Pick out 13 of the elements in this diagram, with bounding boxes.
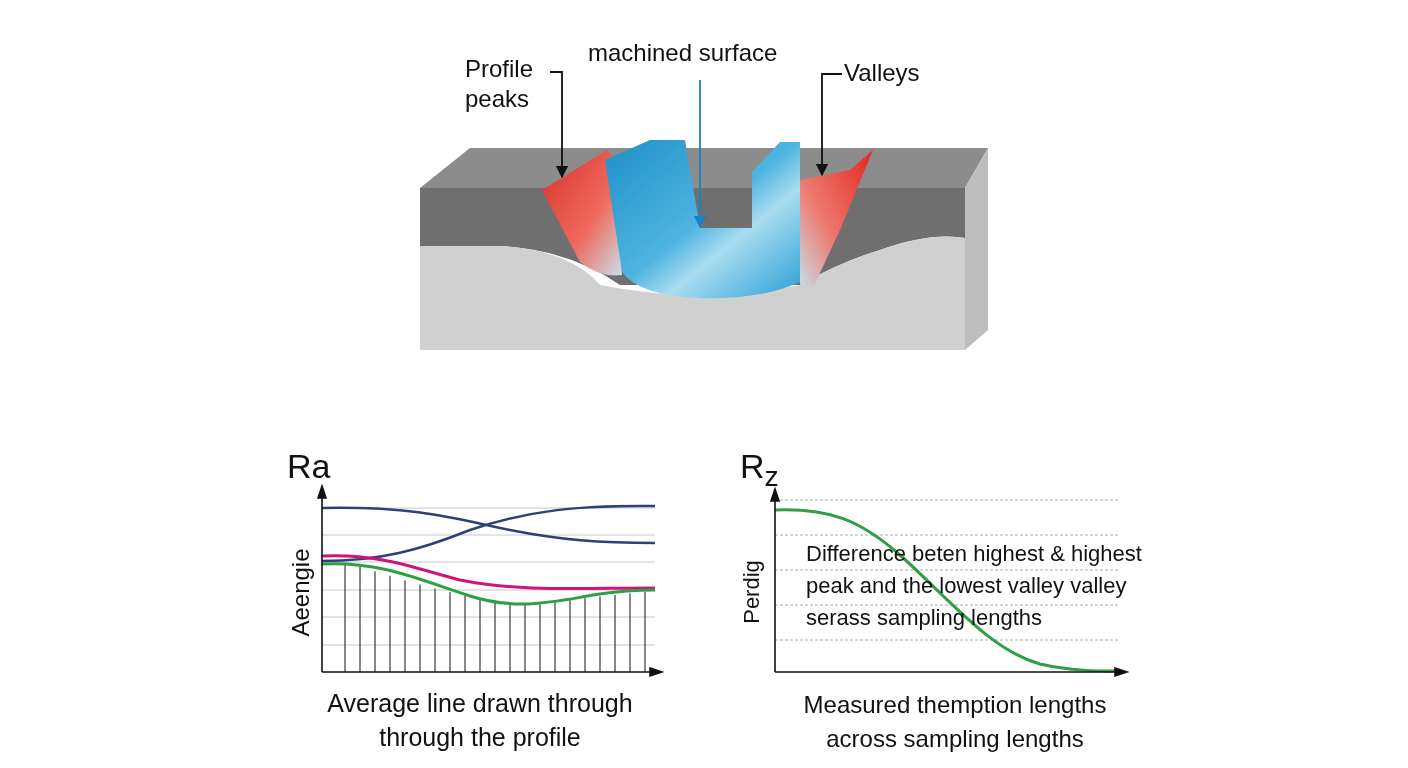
chart-title: R$_{z}$ (740, 446, 780, 494)
chart-title: Ra (287, 446, 332, 487)
leader-line (815, 73, 843, 177)
leader-line (549, 71, 569, 179)
axis-label: Aeengie (285, 547, 315, 637)
leader-line (693, 79, 707, 229)
part-label: Profile peaks (465, 54, 550, 114)
peak-region (542, 150, 622, 276)
part-label: Valleys (844, 58, 944, 88)
axis-label: Measured themption lengths across sampling lengths (802, 690, 1108, 754)
axis-label: Perdig (738, 560, 765, 624)
part-label: machined surface (588, 38, 808, 68)
axis-label: Average line drawn through through the profile (326, 688, 634, 753)
